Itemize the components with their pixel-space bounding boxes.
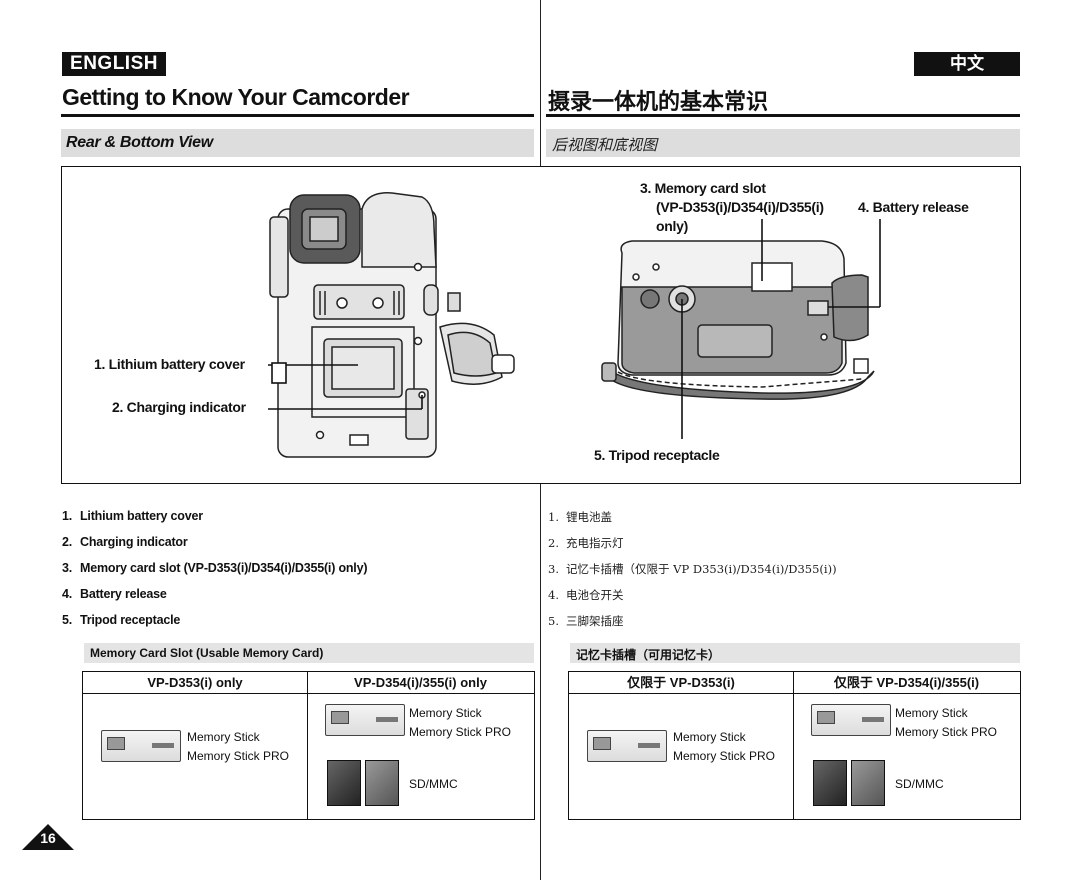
- list-item: 4.电池仓开关: [548, 588, 624, 602]
- english-badge: ENGLISH: [62, 52, 166, 76]
- list-item: 4.Battery release: [62, 587, 167, 601]
- table-header-col1-en: VP-D353(i) only: [83, 672, 307, 694]
- bottom-view-camcorder: [601, 240, 875, 400]
- memory-stick-image: [325, 704, 405, 736]
- table-header-col1-cn: 仅限于 VP-D353(i): [569, 672, 793, 694]
- table-divider-en: [307, 672, 308, 819]
- table-header-col2-en: VP-D354(i)/355(i) only: [307, 672, 534, 694]
- chinese-badge: 中文: [914, 52, 1020, 76]
- mmc-card-image: [851, 760, 885, 806]
- callout-battery-release: 4. Battery release: [858, 199, 969, 215]
- memory-stick-pro-label: Memory Stick PRO: [187, 749, 290, 763]
- mmc-card-image: [365, 760, 399, 806]
- list-item: 3.Memory card slot (VP-D353(i)/D354(i)/D…: [62, 561, 368, 575]
- memory-card-heading-bar-en: [84, 643, 534, 663]
- camcorder-illustration: [268, 192, 881, 458]
- table-divider-cn: [793, 672, 794, 819]
- memory-stick-image: [101, 730, 181, 762]
- memory-card-table-en: VP-D353(i) only VP-D354(i)/355(i) only M…: [82, 671, 535, 820]
- list-item: 3.记忆卡插槽（仅限于 VP D353(i)/D354(i)/D355(i)): [548, 562, 837, 576]
- list-item: 1.锂电池盖: [548, 510, 612, 524]
- section-subtitle-cn: 后视图和底视图: [552, 136, 658, 154]
- memory-stick-pro-label: Memory Stick PRO: [409, 725, 512, 739]
- list-item: 1.Lithium battery cover: [62, 509, 203, 523]
- callout-memory-card-models: (VP-D353(i)/D354(i)/D355(i): [656, 199, 824, 215]
- sd-card-image: [327, 760, 361, 806]
- list-item: 5.Tripod receptacle: [62, 613, 181, 627]
- memory-stick-image: [587, 730, 667, 762]
- section-subtitle-en: Rear & Bottom View: [66, 134, 213, 151]
- rear-callout-lines: [268, 362, 423, 410]
- title-rule-en: [61, 114, 534, 117]
- callout-memory-card-only: only): [656, 218, 688, 234]
- subtitle-bar-cn: [546, 129, 1020, 157]
- list-item: 2.Charging indicator: [62, 535, 188, 549]
- callout-charging-indicator: 2. Charging indicator: [112, 399, 246, 415]
- page-number: 16: [40, 830, 56, 846]
- page-number-badge: [22, 824, 74, 850]
- memory-stick-pro-label: Memory Stick PRO: [673, 749, 776, 763]
- sd-card-image: [813, 760, 847, 806]
- camcorder-figure: [61, 166, 1021, 484]
- page-title-cn: 摄录一体机的基本常识: [548, 89, 769, 115]
- list-item: 2.充电指示灯: [548, 536, 624, 550]
- memory-stick-label: Memory Stick: [187, 730, 260, 744]
- callout-memory-card-slot: 3. Memory card slot: [640, 180, 766, 196]
- callout-battery-cover: 1. Lithium battery cover: [94, 356, 245, 372]
- list-item: 5.三脚架插座: [548, 614, 624, 628]
- sd-mmc-label: SD/MMC: [895, 777, 944, 791]
- memory-stick-label: Memory Stick: [895, 706, 968, 720]
- memory-card-heading-en: Memory Card Slot (Usable Memory Card): [90, 646, 324, 660]
- memory-stick-pro-label: Memory Stick PRO: [895, 725, 998, 739]
- rear-view-camcorder: [269, 192, 515, 458]
- table-header-col2-cn: 仅限于 VP-D354(i)/355(i): [793, 672, 1020, 694]
- sd-mmc-label: SD/MMC: [409, 777, 458, 791]
- memory-card-table-cn: 仅限于 VP-D353(i) 仅限于 VP-D354(i)/355(i) Mem…: [568, 671, 1021, 820]
- title-rule-cn: [546, 114, 1020, 117]
- page-title-en: Getting to Know Your Camcorder: [62, 84, 410, 110]
- memory-stick-image: [811, 704, 891, 736]
- callout-tripod-receptacle: 5. Tripod receptacle: [594, 447, 720, 463]
- memory-card-heading-bar-cn: [570, 643, 1020, 663]
- memory-stick-label: Memory Stick: [673, 730, 746, 744]
- subtitle-bar-en: [61, 129, 534, 157]
- bottom-callout-lines: [681, 219, 881, 439]
- memory-card-heading-cn: 记忆卡插槽（可用记忆卡）: [576, 648, 721, 662]
- memory-stick-label: Memory Stick: [409, 706, 482, 720]
